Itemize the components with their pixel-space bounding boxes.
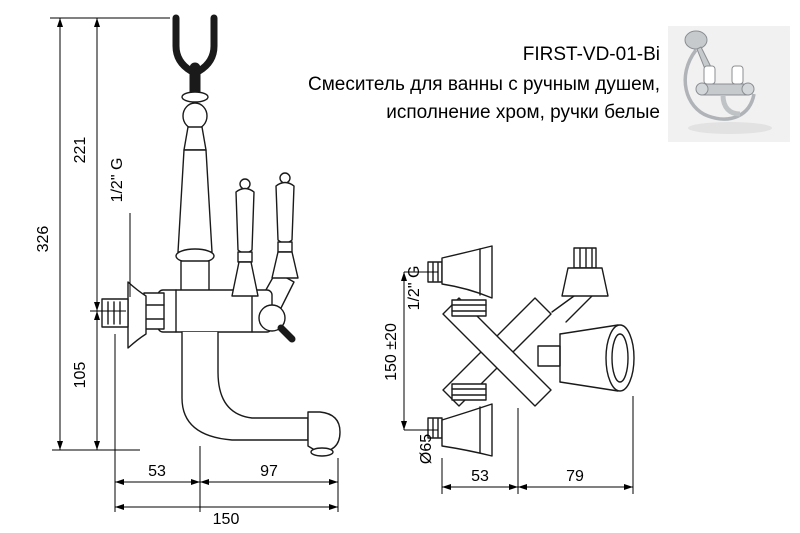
dim-label-depth: 53: [471, 468, 489, 485]
diverter-knob: [258, 304, 296, 343]
spout: [181, 331, 341, 457]
dim-label-centers: 150 ±20: [383, 323, 400, 381]
photo-shadow: [688, 122, 772, 134]
handle-right: [271, 172, 299, 279]
wall-connection: [101, 281, 165, 349]
hand-shower: [683, 30, 756, 121]
photo-spout: [720, 94, 741, 117]
product-description-line2: исполнение хром, ручки белые: [386, 102, 660, 123]
faucet-column: [175, 91, 215, 294]
shower-holder-fork: [172, 14, 218, 100]
handle-left: [231, 178, 259, 297]
title-block: FIRST-VD-01-Bi Смеситель для ванны с руч…: [308, 44, 660, 127]
bottom-wall-connection: [427, 383, 493, 457]
shower-hose: [683, 48, 756, 121]
dim-label-front-thread: 1/2" G: [109, 158, 126, 203]
dim-label-upper-height: 221: [72, 137, 89, 164]
side-view: [427, 245, 635, 457]
shower-outlet-connection: [551, 247, 609, 323]
dimension-labels: 326 221 105 1/2" G 53 97 150 150 ±20 1/2…: [35, 137, 584, 528]
product-description-line1: Смеситель для ванны с ручным душем,: [307, 74, 660, 95]
dim-label-side-thread: 1/2" G: [406, 266, 423, 311]
product-photo: [668, 26, 790, 142]
dim-label-offset: 53: [148, 463, 166, 480]
side-handle: [537, 324, 635, 392]
front-view: [101, 14, 341, 457]
dim-label-total-height: 326: [35, 226, 52, 253]
dim-label-handle: 79: [566, 468, 584, 485]
dim-label-flange-diameter: Ø65: [418, 434, 435, 464]
product-code: FIRST-VD-01-Bi: [522, 44, 660, 65]
dim-label-lower-height: 105: [72, 362, 89, 389]
dimension-lines: [50, 17, 634, 512]
dim-label-total-width: 150: [213, 511, 240, 528]
dim-label-reach: 97: [260, 463, 278, 480]
photo-faucet-body: [695, 65, 755, 117]
top-wall-connection: [427, 245, 493, 317]
